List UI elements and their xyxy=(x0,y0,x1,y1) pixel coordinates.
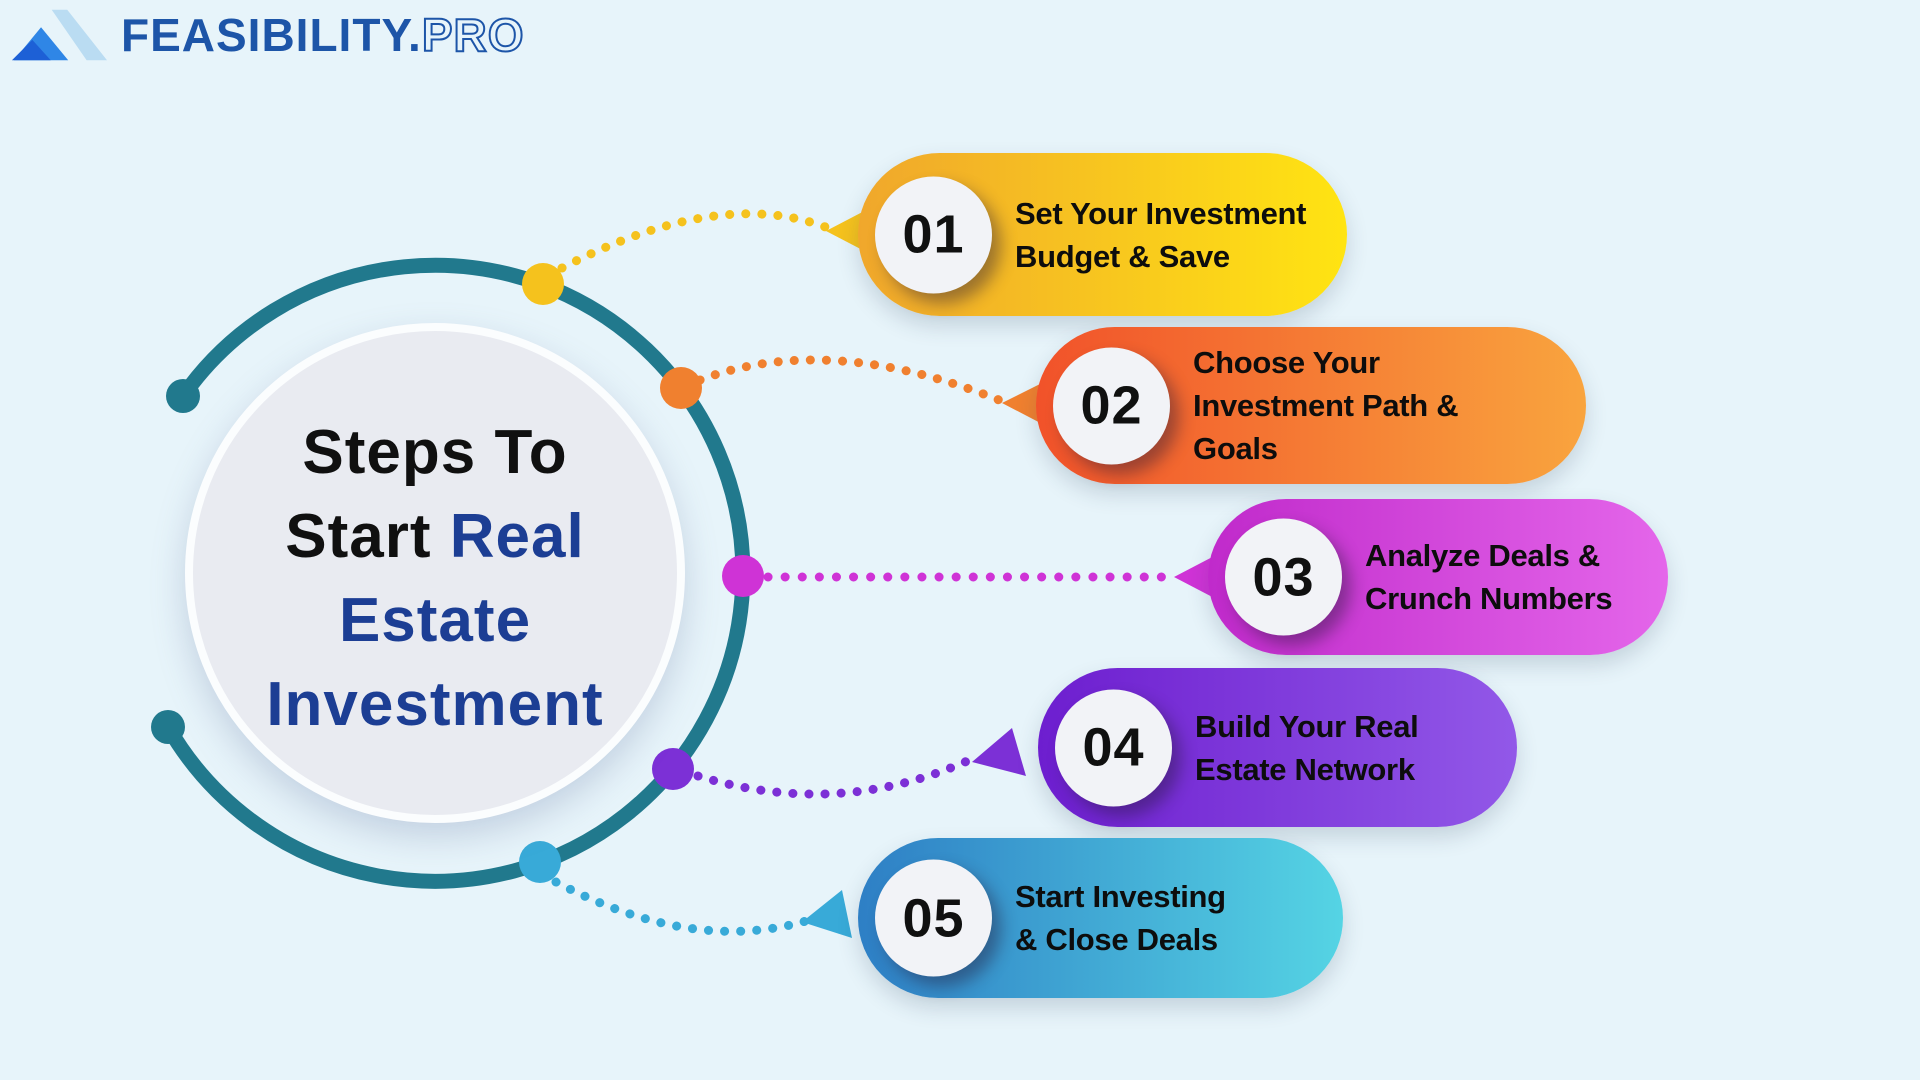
step-5-line-2: & Close Deals xyxy=(1015,922,1218,957)
connector-dotted-step5 xyxy=(551,877,811,936)
brand-name: FEASIBILITY xyxy=(121,9,409,61)
step-1-line-2: Budget & Save xyxy=(1015,238,1230,274)
step-2-line-3: Goals xyxy=(1193,431,1278,466)
step-number-badge-1: 01 xyxy=(875,176,992,293)
mountain-logo-icon xyxy=(11,9,107,61)
step-number-badge-5: 05 xyxy=(875,859,992,977)
brand-suffix: PRO xyxy=(421,8,525,62)
step-1-line-1: Set Your Investment xyxy=(1015,195,1307,231)
page-title: Steps To Start Real Estate Investment xyxy=(185,411,685,747)
ring-dot-step4 xyxy=(652,748,694,790)
step-label-3: Analyze Deals & Crunch Numbers xyxy=(1365,534,1613,620)
step-label-5: Start Investing & Close Deals xyxy=(1015,875,1226,961)
step-label-1: Set Your Investment Budget & Save xyxy=(1015,192,1306,278)
ring-dot-step5 xyxy=(519,841,561,883)
pointer-arrow-step5 xyxy=(802,890,852,938)
step-3-line-1: Analyze Deals & xyxy=(1365,538,1600,573)
connector-dotted-step1 xyxy=(557,209,833,273)
title-line-4: Investment xyxy=(266,670,604,739)
step-number-badge-4: 04 xyxy=(1055,689,1172,806)
step-pill-1: 01 Set Your Investment Budget & Save xyxy=(858,153,1347,316)
ring-dot-step1 xyxy=(522,263,564,305)
brand-wordmark: FEASIBILITY.PRO xyxy=(121,8,525,62)
title-line-2: Start Real xyxy=(185,495,685,579)
step-3-line-2: Crunch Numbers xyxy=(1365,581,1613,616)
step-label-4: Build Your Real Estate Network xyxy=(1195,705,1419,791)
step-pill-4: 04 Build Your Real Estate Network xyxy=(1038,668,1517,827)
connector-dotted-step4 xyxy=(693,752,981,799)
connector-dotted-step2 xyxy=(695,355,1009,407)
title-line-1: Steps To xyxy=(302,418,568,487)
step-pill-3: 03 Analyze Deals & Crunch Numbers xyxy=(1208,499,1668,655)
title-line-3: Estate xyxy=(338,586,532,655)
step-2-line-1: Choose Your xyxy=(1193,345,1380,380)
center-circle xyxy=(185,323,685,823)
ring-dot-step3 xyxy=(722,555,764,597)
step-label-2: Choose Your Investment Path & Goals xyxy=(1193,341,1459,470)
step-number-badge-2: 02 xyxy=(1053,347,1170,464)
step-5-line-1: Start Investing xyxy=(1015,879,1226,914)
ring-dot-step2 xyxy=(660,367,702,409)
title-line-2-black: Start xyxy=(285,502,450,571)
step-4-line-2: Estate Network xyxy=(1195,751,1415,787)
brand-dot: . xyxy=(408,9,422,61)
step-number-badge-3: 03 xyxy=(1225,518,1342,636)
step-pill-5: 05 Start Investing & Close Deals xyxy=(858,838,1343,998)
ring-endpoint-dot-top xyxy=(166,379,200,413)
step-pill-2: 02 Choose Your Investment Path & Goals xyxy=(1036,327,1586,484)
step-4-line-1: Build Your Real xyxy=(1195,708,1419,744)
title-line-2-blue: Real xyxy=(449,502,585,571)
ring-endpoint-dot-bottom xyxy=(151,710,185,744)
step-2-line-2: Investment Path & xyxy=(1193,388,1459,423)
pointer-arrow-step4 xyxy=(972,728,1026,776)
brand-logo: FEASIBILITY.PRO xyxy=(10,8,525,62)
